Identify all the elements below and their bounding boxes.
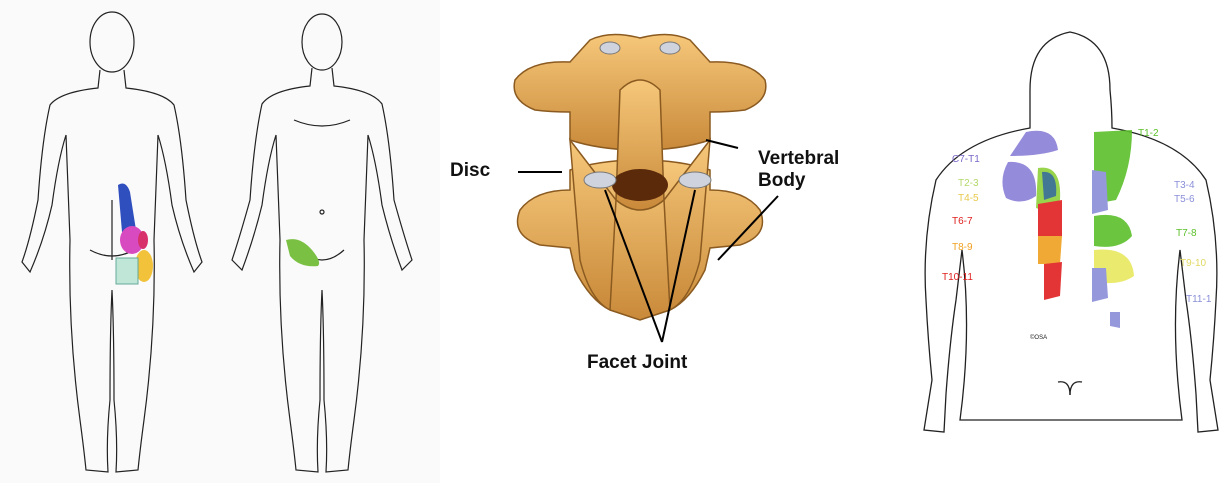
- back-pain-regions: [116, 184, 153, 284]
- level-label-t9-10: T9-10: [1180, 258, 1206, 269]
- level-label-t4-5: T4-5: [958, 193, 979, 204]
- level-label-t6-7: T6-7: [952, 216, 973, 227]
- front-view-figure: [232, 14, 412, 472]
- body-outlines: [0, 0, 440, 483]
- back-outline: [880, 0, 1220, 483]
- facet-joint-left: [584, 172, 616, 188]
- level-label-t3-4: T3-4: [1174, 180, 1195, 191]
- facet-joint-label: Facet Joint: [587, 352, 687, 374]
- copyright-watermark: ©OSA: [1030, 335, 1047, 341]
- level-label-t8-9: T8-9: [952, 242, 973, 253]
- back-level-regions: [1002, 130, 1134, 328]
- body-diagram-panel: [0, 0, 440, 483]
- front-pain-region: [286, 239, 319, 266]
- level-label-t5-6: T5-6: [1174, 194, 1195, 205]
- disc-label: Disc: [450, 160, 490, 182]
- level-label-c7-t1: C7-T1: [952, 154, 980, 165]
- vertebral-body-label: Vertebral Body: [758, 148, 839, 192]
- spine-diagram-panel: Disc Vertebral Body Facet Joint: [440, 0, 880, 483]
- facet-joint-right: [679, 172, 711, 188]
- level-label-t1-2: T1-2: [1138, 128, 1159, 139]
- level-label-t11-12: T11-1: [1186, 294, 1211, 305]
- vertebrae-illustration: [440, 0, 880, 483]
- back-view-figure: [22, 12, 202, 472]
- level-label-t2-3: T2-3: [958, 178, 979, 189]
- region-teal: [116, 258, 138, 284]
- region-red: [138, 231, 148, 249]
- region-blue: [118, 184, 136, 232]
- level-label-t10-11: T10-11: [942, 272, 973, 283]
- level-label-t7-8: T7-8: [1176, 228, 1197, 239]
- back-pain-map-panel: C7-T1 T1-2 T2-3 T3-4 T4-5 T5-6 T6-7 T7-8…: [880, 0, 1220, 483]
